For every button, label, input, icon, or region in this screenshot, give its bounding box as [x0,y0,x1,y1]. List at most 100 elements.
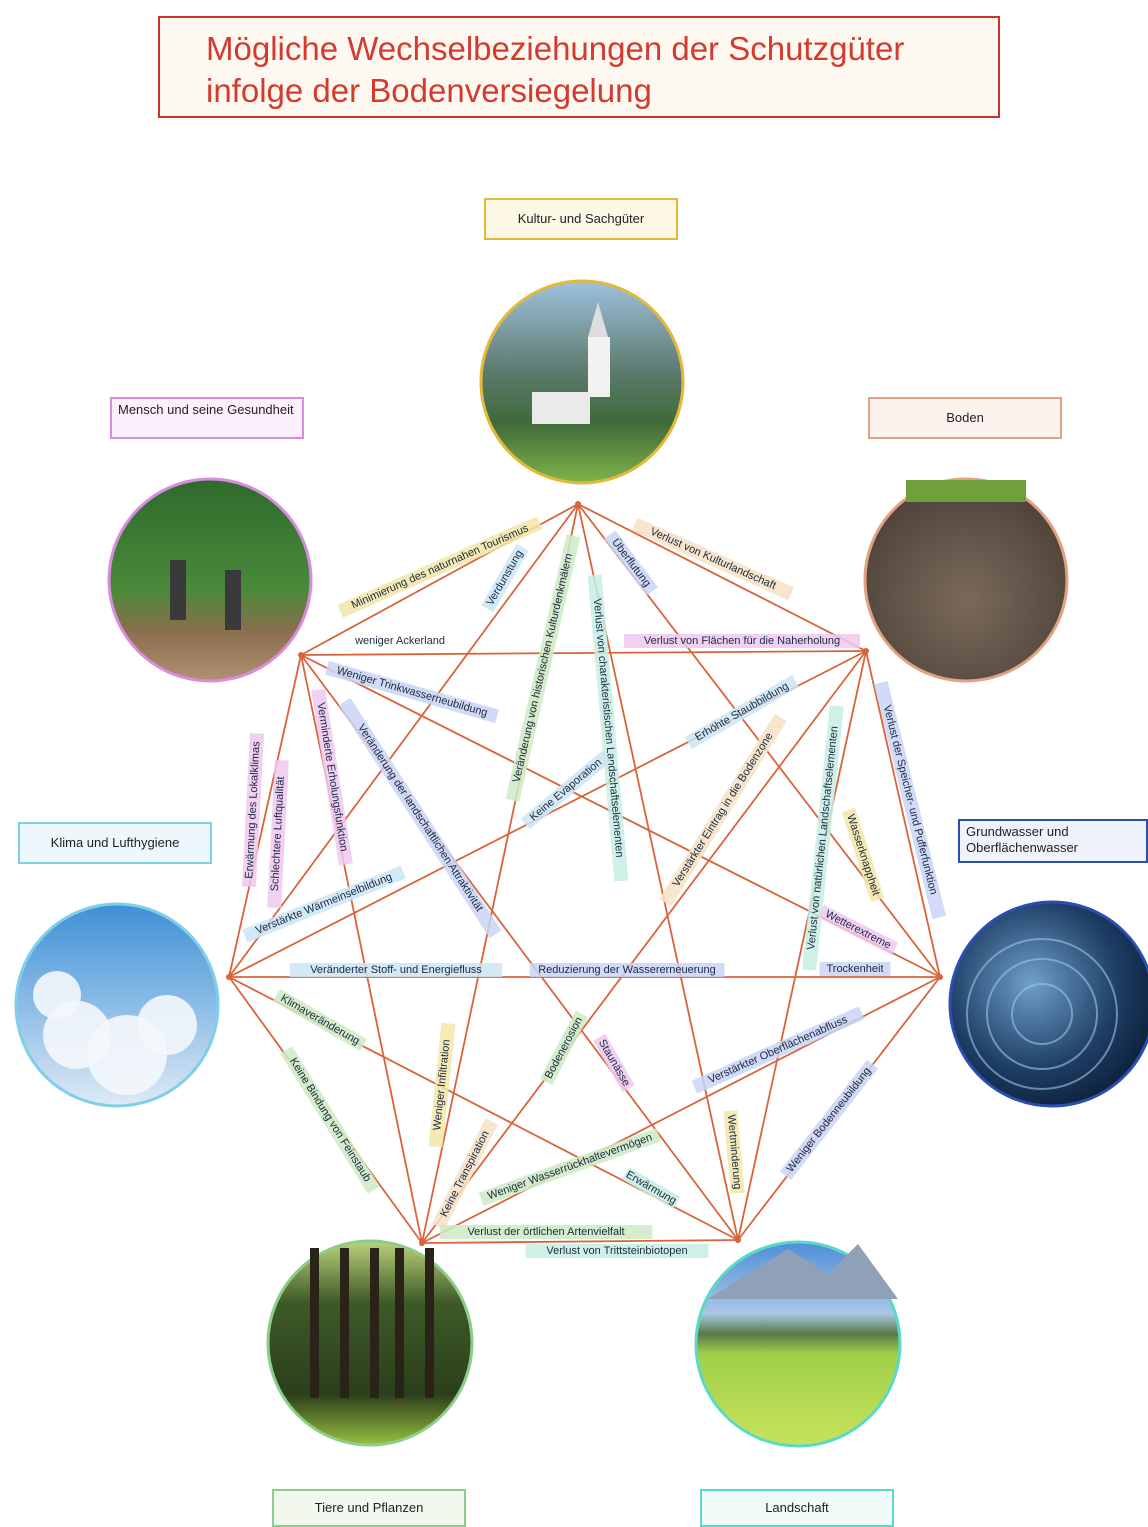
edge-label-background [431,1118,499,1230]
node-label-boden: Boden [868,397,1062,439]
edge-label-background [280,1046,380,1194]
edge-label-background [841,807,885,903]
edge-label-background [817,904,899,956]
forest-photo [266,1239,474,1447]
edge-label-text: Verlust von Flächen für die Naherholung [644,635,840,647]
edge-label-background [819,962,891,976]
edge-label-background [241,732,265,888]
water-photo [948,900,1148,1108]
connection-line [228,503,579,978]
node-label-wasser: Grundwasser und Oberflächenwasser [958,819,1148,863]
connection-node-dot [575,501,581,507]
node-photos [14,279,1148,1448]
edge-label-background [684,674,800,750]
edge-label: Verlust der Speicher- und Pufferfunktion [873,680,947,920]
church-tower [588,337,610,397]
edge-label: Wetterextreme [817,904,899,956]
edge-label: Erhöhte Staubbildung [684,674,800,750]
edge-label: Bodenerosion [539,1010,589,1086]
edge-label: Klimaveränderung [273,988,367,1052]
edge-label: Verlust von Flächen für die Naherholung [623,634,861,648]
edge-label-background [267,759,289,909]
edge-label-text: Verlust von Kulturlandschaft [648,526,777,592]
cloud-shape [33,971,81,1019]
edge-label: Keine Evaporation [520,750,612,830]
connection-line [300,654,423,1244]
edge-label-text: Trockenheit [826,963,883,975]
edge-label-text: Verdunstung [484,548,525,608]
hikers-photo-circle [107,477,313,683]
edge-label: Verstärkter Eintrag in die Bodenzone [659,713,787,907]
connection-line [737,650,867,1241]
edge-label-text: Keine Bindung von Feinstaub [287,1056,373,1184]
edge-label: Wertminderung [723,1110,745,1194]
edge-label: Weniger Infiltration [428,1022,456,1148]
edge-label: Schlechtere Luftqualität [267,759,289,909]
edge-label: Verlust der örtlichen Artenvielfalt [439,1225,653,1239]
edge-label-text: Veränderter Stoff- und Energiefluss [310,964,482,976]
node-label-klima: Klima und Lufthygiene [18,822,212,864]
soil-photo-circle [863,477,1069,683]
hikers-photo [107,477,313,683]
edge-label-background [273,988,367,1052]
connection-node-dot [298,652,304,658]
edge-label-text: Verstärkter Eintrag in die Bodenzone [670,731,775,889]
edge-label-text: Bodenerosion [543,1015,585,1081]
edge-label-background [631,517,795,601]
edge-label: Weniger Wasserrückhaltevermögen [478,1128,662,1206]
grass-strip [906,480,1026,502]
edge-label-background [779,1059,879,1181]
edge-label: Erwärmung [621,1167,681,1209]
edge-label-background [346,634,454,648]
connection-node-dot [735,1237,741,1243]
node-label-mensch: Mensch und seine Gesundheit [110,397,304,439]
edge-label: Trockenheit [819,962,891,976]
edge-label-background [338,697,502,939]
edge-label-text: Überflutung [609,537,653,590]
edge-label-text: Reduzierung der Wassererneuerung [538,964,716,976]
title-line-1: Mögliche Wechselbeziehungen der Schutzgü… [206,30,905,67]
title-box: Mögliche Wechselbeziehungen der Schutzgü… [158,16,1000,118]
edge-label: Veränderung der landschaftlichen Attrakt… [338,697,502,939]
meadow-photo [694,1240,902,1448]
edge-label: Weniger Bodenneubildung [779,1059,879,1181]
edge-label-background [659,713,787,907]
edge-label-text: Verlust von charakteristischen Landschaf… [591,598,626,858]
tree-trunk [370,1248,379,1398]
soil-photo [863,477,1069,683]
edge-label-background [324,660,500,724]
edge-label-text: Verstärkter Oberflächenabfluss [707,1014,850,1087]
edge-label: Veränderung von historischen Kulturdenkm… [505,534,581,802]
connection-line [421,650,867,1244]
edge-label-background [520,750,612,830]
edge-label-text: Staunässe [596,1037,632,1088]
connection-node-dot [937,974,943,980]
edge-label-background [723,1110,745,1194]
node-label-kultur: Kultur- und Sachgüter [484,198,678,240]
edge-label: Verlust von Trittsteinbiotopen [525,1244,709,1258]
connection-node-dot [863,648,869,654]
edge-label-background [311,688,353,866]
edge-label-background [289,963,503,977]
edge-label-text: Verlust der örtlichen Artenvielfalt [467,1226,624,1238]
hiker-figure [225,570,241,630]
edge-label-background [539,1010,589,1086]
edge-label-text: Klimaveränderung [278,992,361,1047]
edge-label: Verlust von natürlichen Landschaftseleme… [802,705,844,971]
edge-label: Erwärmung des Lokalklimas [241,732,265,888]
edge-label-background [428,1022,456,1148]
water-ripple [986,958,1098,1070]
church-mountain-photo-circle [479,279,685,485]
tree-trunk [425,1248,434,1398]
edge-label-background [873,680,947,920]
edge-label-text: weniger Ackerland [354,635,445,647]
connection-line [228,654,302,978]
church-spire [588,302,608,337]
edge-label: Verstärkte Wärmeinselbildung [242,865,406,943]
connection-line [865,650,941,978]
edge-label-background [481,543,529,613]
edge-label: weniger Ackerland [346,634,454,648]
edge-label: Verstärkter Oberflächenabfluss [691,1006,865,1094]
tree-trunk [395,1248,404,1398]
